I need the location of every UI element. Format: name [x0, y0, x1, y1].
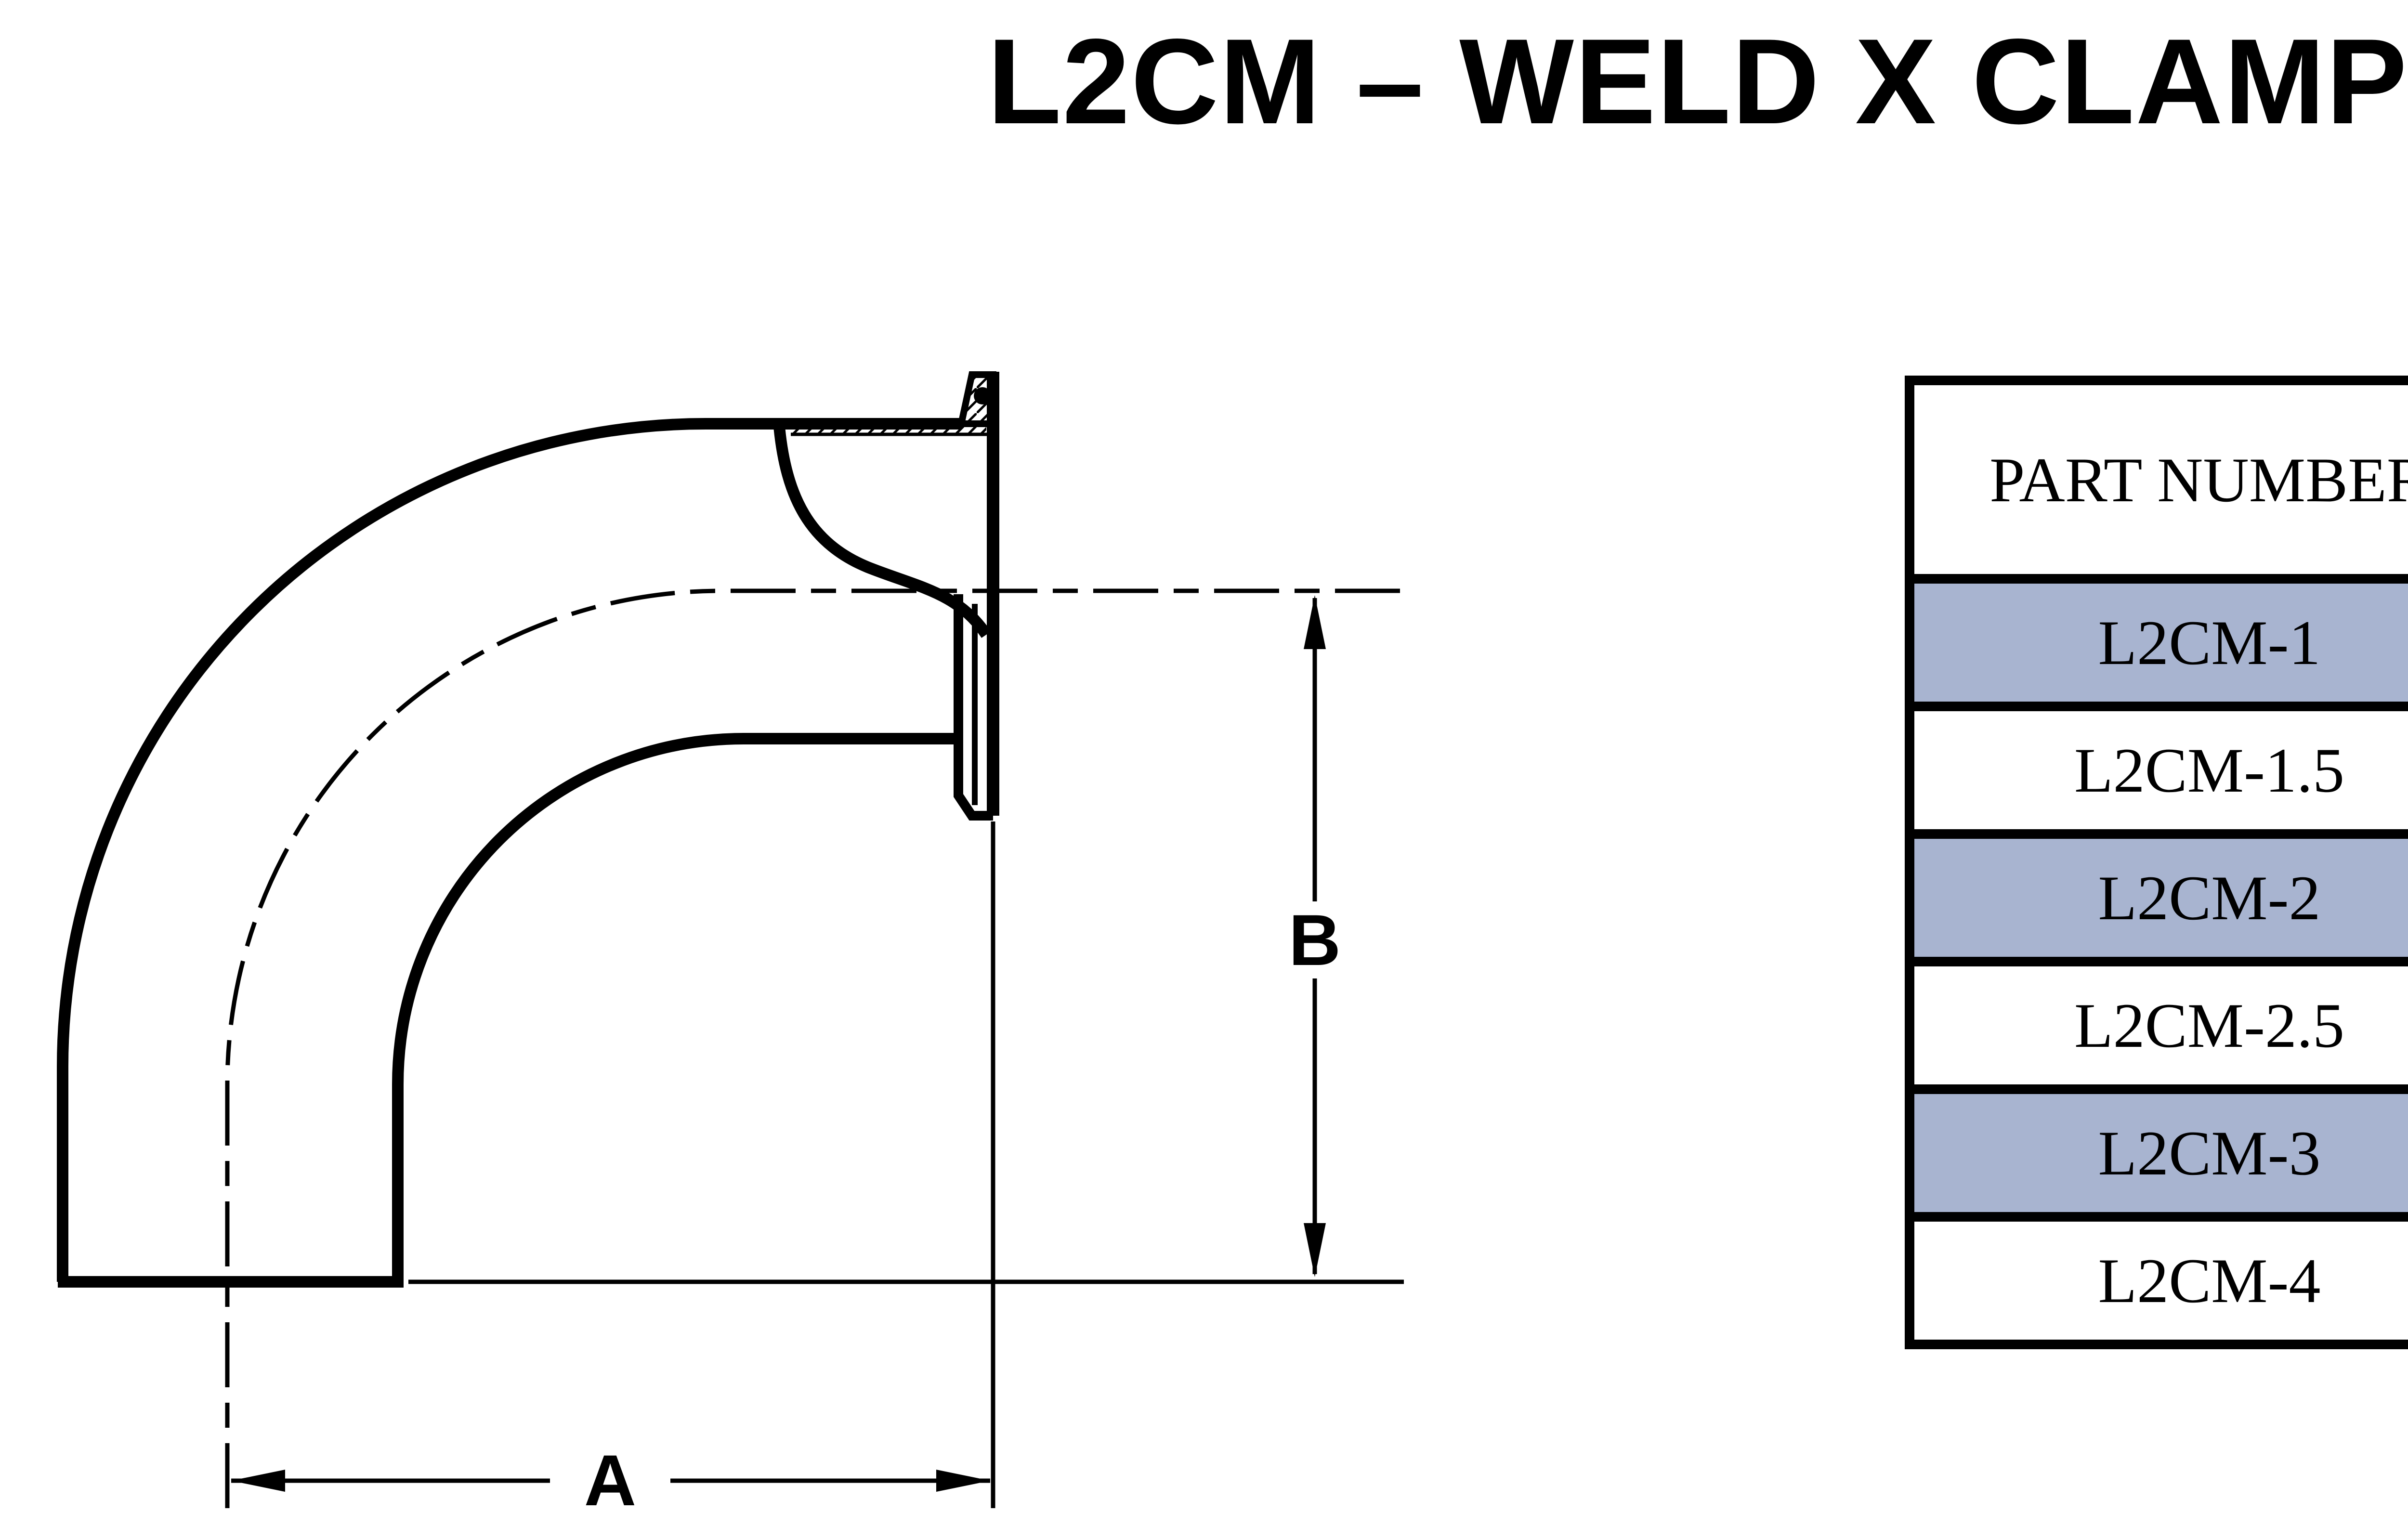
dim-b-arrow-bottom [1304, 1223, 1326, 1277]
table-row: L2CM-2.5 2-1/2 5.688 5.188 [1905, 957, 2408, 1094]
header-label: PART NUMBER [1989, 444, 2408, 515]
table-header-row: PART NUMBER SIZE (inches) A (inches) B (… [1905, 376, 2408, 584]
ferrule-skirt-outer [954, 594, 993, 821]
part-number-cell: L2CM-1 [1905, 574, 2408, 711]
elbow-inner-profile [392, 733, 957, 1282]
part-number-cell: L2CM-3 [1905, 1084, 2408, 1222]
table-row: L2CM-2 2 4.563 4.063 [1905, 829, 2408, 966]
part-number-cell: L2CM-1.5 [1905, 702, 2408, 839]
pipe-wall-hatch [791, 426, 986, 434]
table-row: L2CM-1 1 2.563 2.063 [1905, 574, 2408, 711]
dimensions-table: PART NUMBER SIZE (inches) A (inches) B (… [1905, 376, 2408, 1349]
col-header-part-number: PART NUMBER [1905, 376, 2408, 584]
dim-a-arrow-left [231, 1470, 285, 1492]
part-number-cell: L2CM-2.5 [1905, 957, 2408, 1094]
table-row: L2CM-4 4 8.938 8.313 [1905, 1212, 2408, 1349]
part-number-cell: L2CM-4 [1905, 1212, 2408, 1349]
dim-b-arrow-top [1304, 595, 1326, 649]
dim-b-label: B [1289, 899, 1341, 980]
page-title: L2CM – WELD X CLAMP 90 DEGREE ELBOW [987, 14, 2408, 149]
elbow-outer-profile [57, 418, 961, 1282]
part-number-cell: L2CM-2 [1905, 829, 2408, 966]
dim-a-arrow-right [936, 1470, 990, 1492]
table-row: L2CM-3 3 6.813 6.313 [1905, 1084, 2408, 1222]
dim-a-label: A [584, 1440, 636, 1521]
centerline [225, 588, 1404, 1508]
table-row: L2CM-1.5 1-1/2 3.438 2.938 [1905, 702, 2408, 839]
